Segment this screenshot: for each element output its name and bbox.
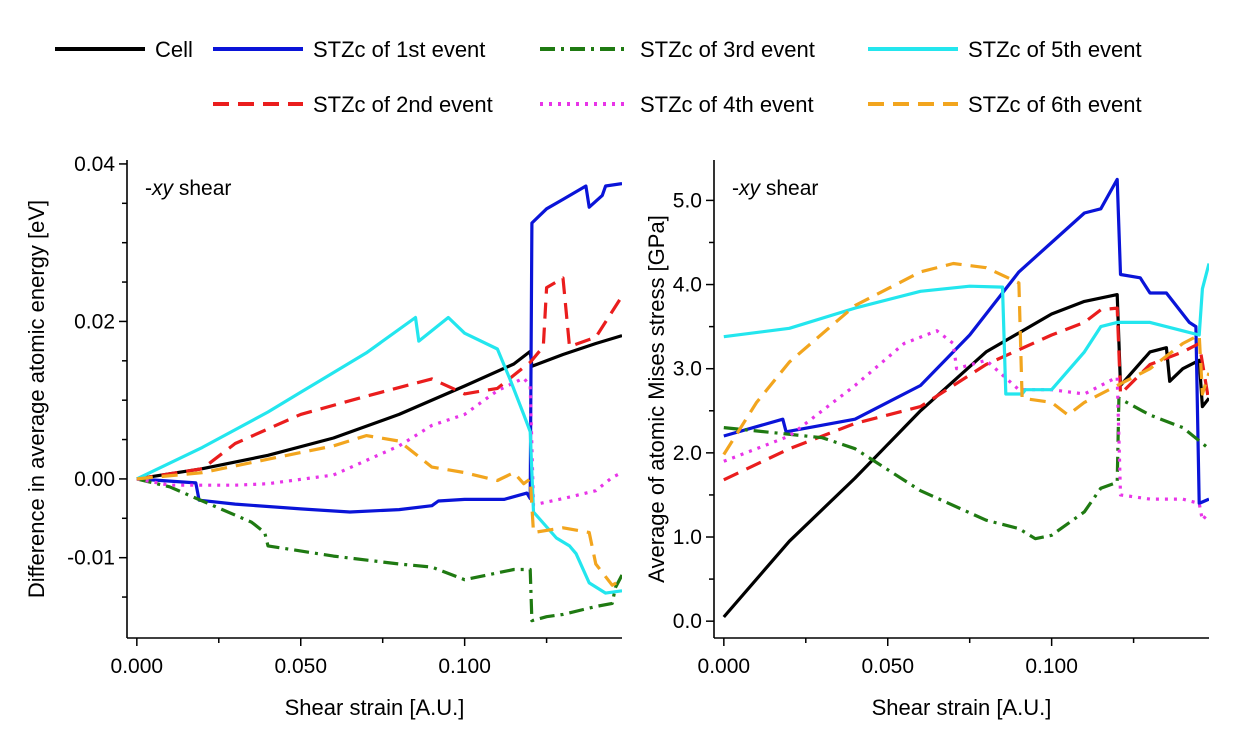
shear-annotation: -xy shear <box>145 177 231 200</box>
series-line-stzc-of-5th-event <box>136 315 622 595</box>
y-tick-label: 4.0 <box>673 274 702 297</box>
y-tick-label: 1.0 <box>673 526 702 549</box>
series-line-stzc-of-1st-event <box>723 177 1209 505</box>
legend-label: STZc of 2nd event <box>313 92 493 117</box>
legend-label: STZc of 6th event <box>968 92 1142 117</box>
series-group <box>136 182 622 623</box>
x-tick-label: 0.050 <box>274 655 327 678</box>
series-line-stzc-of-3rd-event <box>723 396 1209 541</box>
y-axis-label: Difference in average atomic energy [eV] <box>24 200 49 598</box>
y-tick-label: 0.00 <box>74 468 115 491</box>
series-group <box>722 177 1209 619</box>
x-tick-label: 0.100 <box>1025 655 1078 678</box>
legend-label: STZc of 5th event <box>968 37 1142 62</box>
y-tick-label: 5.0 <box>673 189 702 212</box>
legend-label: STZc of 3rd event <box>640 37 815 62</box>
y-tick-label: 0.04 <box>74 153 115 176</box>
legend-label: Cell <box>155 37 193 62</box>
series-line-stzc-of-2nd-event <box>723 306 1209 482</box>
legend-entry-stzc-of-1st-event: STZc of 1st event <box>213 37 485 62</box>
y-tick-label: 3.0 <box>673 358 702 381</box>
legend-entry-cell: Cell <box>55 37 193 62</box>
legend-entry-stzc-of-5th-event: STZc of 5th event <box>868 37 1142 62</box>
y-axis-label: Average of atomic Mises stress [GPa] <box>644 215 669 583</box>
series-line-stzc-of-5th-event <box>723 263 1209 396</box>
y-tick-label: -0.01 <box>67 547 115 570</box>
series-line-stzc-of-3rd-event <box>136 477 622 623</box>
y-tick-label: 0.0 <box>673 610 702 633</box>
series-line-stzc-of-2nd-event <box>136 276 622 481</box>
x-axis-label: Shear strain [A.U.] <box>872 695 1052 720</box>
x-tick-label: 0.000 <box>698 655 751 678</box>
x-tick-label: 0.100 <box>438 655 491 678</box>
shear-annotation: -xy shear <box>732 177 818 200</box>
y-tick-label: 2.0 <box>673 442 702 465</box>
series-line-stzc-of-4th-event <box>136 376 622 507</box>
legend-label: STZc of 4th event <box>640 92 814 117</box>
series-line-cell <box>722 293 1209 619</box>
x-tick-label: 0.050 <box>861 655 914 678</box>
legend-label: STZc of 1st event <box>313 37 485 62</box>
series-line-stzc-of-1st-event <box>136 182 622 514</box>
legend-entry-stzc-of-4th-event: STZc of 4th event <box>540 92 814 117</box>
x-tick-label: 0.000 <box>111 655 164 678</box>
series-line-stzc-of-6th-event <box>136 434 622 587</box>
legend-entry-stzc-of-6th-event: STZc of 6th event <box>868 92 1142 117</box>
legend-entry-stzc-of-2nd-event: STZc of 2nd event <box>213 92 493 117</box>
series-line-cell <box>136 334 622 481</box>
legend-entry-stzc-of-3rd-event: STZc of 3rd event <box>540 37 815 62</box>
series-line-stzc-of-6th-event <box>722 261 1209 456</box>
series-line-stzc-of-4th-event <box>723 329 1209 522</box>
y-tick-label: 0.02 <box>74 310 115 333</box>
x-axis-label: Shear strain [A.U.] <box>285 695 465 720</box>
